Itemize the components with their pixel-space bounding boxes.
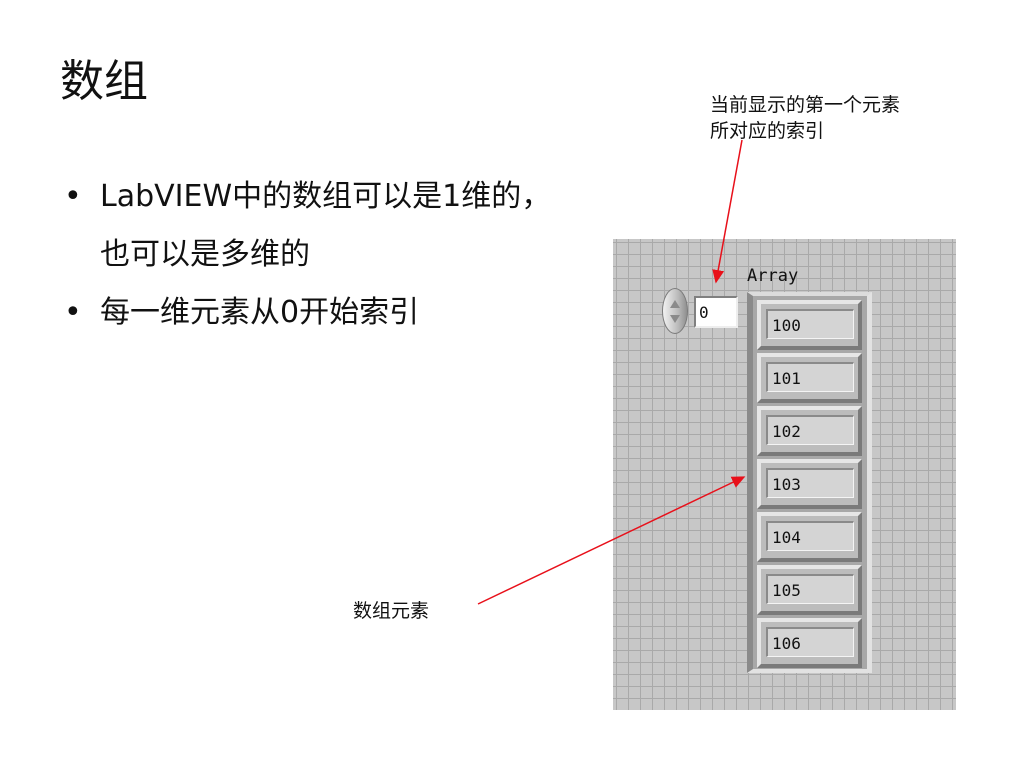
- index-callout-line: 所对应的索引: [710, 120, 825, 142]
- index-increment-decrement-button[interactable]: [662, 288, 688, 334]
- array-index-input[interactable]: 0: [694, 296, 738, 328]
- bullet-item: • LabVIEW中的数组可以是1维的，也可以是多维的: [62, 168, 562, 284]
- array-element-value[interactable]: 102: [766, 415, 854, 445]
- bullet-marker: •: [64, 179, 82, 214]
- array-frame: 100 101 102 103 104 105 106: [747, 292, 872, 673]
- array-index-control: 0: [662, 288, 746, 336]
- array-element-value[interactable]: 104: [766, 521, 854, 551]
- index-callout: 当前显示的第一个元素 所对应的索引: [710, 92, 990, 144]
- array-label: Array: [747, 266, 799, 286]
- array-element: 105: [757, 565, 862, 615]
- array-element-value[interactable]: 103: [766, 468, 854, 498]
- arrow-up-icon: [670, 300, 680, 308]
- array-element: 101: [757, 353, 862, 403]
- array-element-value[interactable]: 106: [766, 627, 854, 657]
- array-element-value[interactable]: 105: [766, 574, 854, 604]
- array-element: 100: [757, 300, 862, 350]
- slide-title: 数组: [60, 56, 148, 107]
- index-callout-line: 当前显示的第一个元素: [710, 94, 901, 116]
- array-elements: 100 101 102 103 104 105 106: [757, 300, 862, 671]
- array-element-value[interactable]: 100: [766, 309, 854, 339]
- array-element: 104: [757, 512, 862, 562]
- array-element: 106: [757, 618, 862, 668]
- elements-callout: 数组元素: [353, 600, 430, 622]
- array-element: 103: [757, 459, 862, 509]
- bullet-item: • 每一维元素从0开始索引: [62, 284, 562, 342]
- array-element-value[interactable]: 101: [766, 362, 854, 392]
- bullet-text: 每一维元素从0开始索引: [100, 295, 420, 330]
- array-element: 102: [757, 406, 862, 456]
- bullet-list: • LabVIEW中的数组可以是1维的，也可以是多维的 • 每一维元素从0开始索…: [62, 168, 562, 342]
- labview-front-panel: Array 0 100 101 102 103 104 105: [613, 239, 956, 710]
- arrow-down-icon: [670, 315, 680, 323]
- bullet-marker: •: [64, 295, 82, 330]
- bullet-text: LabVIEW中的数组可以是1维的，也可以是多维的: [100, 179, 552, 272]
